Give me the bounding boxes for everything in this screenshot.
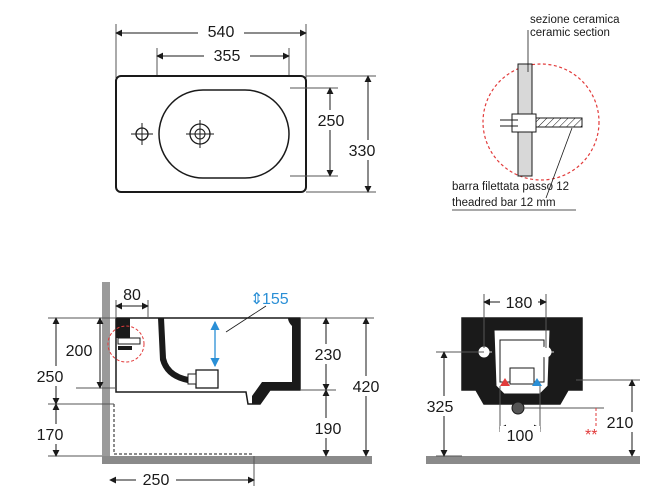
wall — [102, 282, 110, 460]
dim-180-label: 180 — [506, 295, 533, 312]
fixing-bracket — [511, 113, 537, 133]
floor-side — [102, 456, 372, 464]
drain-outlet-icon — [511, 401, 525, 415]
dim-325-label: 325 — [427, 399, 454, 416]
dim-100-label: 100 — [507, 428, 534, 445]
detail-circle — [482, 63, 600, 181]
dim-250-bottom-label: 250 — [143, 472, 170, 489]
dim-330-label: 330 — [349, 143, 376, 160]
dim-355-label: 355 — [214, 48, 241, 65]
ceramic-section-label-it: sezione ceramica — [530, 14, 620, 26]
dim-250-top-label: 250 — [318, 113, 345, 130]
tap-hole-icon — [131, 123, 153, 145]
bowl-outline — [158, 89, 290, 179]
hot-water-inlet-icon — [500, 378, 510, 386]
top-view: 540 355 250 330 — [115, 22, 384, 193]
dim-210-label: 210 — [607, 415, 634, 432]
threaded-bar-label-en: theadred bar 12 mm — [452, 197, 556, 209]
side-detail-circle — [107, 325, 145, 363]
basin-side-section — [115, 317, 301, 405]
ceramic-section-label-en: ceramic section — [530, 27, 610, 39]
dim-155-label: 155 — [262, 291, 289, 308]
ceramic-section-detail: sezione ceramica ceramic section barra f… — [452, 14, 620, 211]
side-view: ⇕ 155 80 200 250 170 230 190 420 — [30, 282, 386, 490]
dim-250-left-label: 250 — [37, 369, 64, 386]
dim-190-label: 190 — [315, 421, 342, 438]
dim-230-label: 230 — [315, 347, 342, 364]
floor-rear — [426, 456, 640, 464]
drain-icon — [186, 120, 214, 148]
rear-view: 180 325 100 210 ** — [420, 292, 640, 464]
threaded-bar-label-it: barra filettata passo 12 — [452, 181, 569, 193]
cold-water-inlet-icon — [532, 378, 542, 386]
dim-540-label: 540 — [208, 24, 235, 41]
threaded-bar — [535, 117, 583, 128]
dim-80-label: 80 — [123, 287, 141, 304]
dim-420-label: 420 — [353, 379, 380, 396]
water-depth-arrow-icon: ⇕ — [250, 291, 263, 308]
asterisk-note: ** — [585, 427, 597, 444]
dim-200-label: 200 — [66, 343, 93, 360]
drain-fitting — [195, 369, 219, 389]
dim-170-label: 170 — [37, 427, 64, 444]
